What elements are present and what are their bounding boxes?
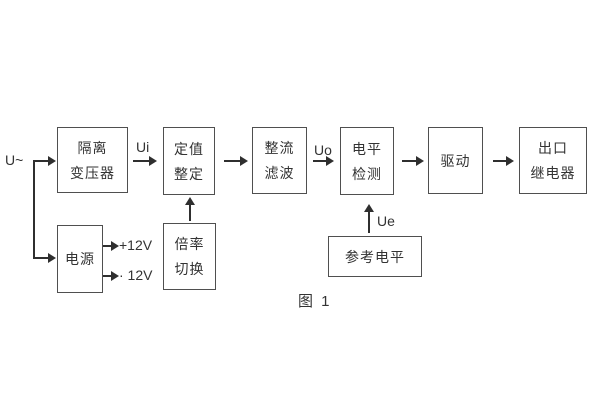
block-reference-level: 参考电平 xyxy=(328,236,422,277)
block-setting: 定值 整定 xyxy=(163,127,215,195)
figure-caption: 图 1 xyxy=(298,293,332,310)
block-output-relay: 出口 继电器 xyxy=(519,127,587,194)
label-minus-12v: · 12V xyxy=(119,267,153,283)
block-rectifier-filter: 整流 滤波 xyxy=(252,127,307,194)
block-label: 倍率 xyxy=(174,236,205,252)
block-label: 隔离 xyxy=(77,139,108,156)
connector-setting-to-rectifier xyxy=(224,160,241,162)
arrowhead-right-icon xyxy=(506,156,514,166)
connector-input-to-power xyxy=(33,257,49,259)
block-label: 整定 xyxy=(174,165,204,182)
block-label: 滤波 xyxy=(264,165,295,181)
arrowhead-right-icon xyxy=(111,241,119,251)
connector-input-to-transformer xyxy=(33,160,49,162)
block-label: 参考电平 xyxy=(345,248,405,265)
block-label: 出口 xyxy=(538,140,568,156)
block-label: 电源 xyxy=(65,251,95,267)
arrowhead-up-icon xyxy=(364,204,374,212)
label-ue: Ue xyxy=(377,213,395,229)
connector-rail-pos xyxy=(103,245,112,247)
block-label: 电平 xyxy=(352,140,382,157)
connector-ue xyxy=(368,212,370,233)
connector-drive-to-relay xyxy=(493,160,507,162)
arrowhead-right-icon xyxy=(240,156,248,166)
block-level-detection: 电平 检测 xyxy=(340,127,394,195)
connector-uo xyxy=(313,160,327,162)
block-label: 定值 xyxy=(174,140,204,157)
arrowhead-right-icon xyxy=(48,253,56,263)
label-input-voltage: U~ xyxy=(5,152,24,168)
connector-rail-neg xyxy=(103,275,112,277)
connector-input-branch xyxy=(33,160,35,259)
block-label: 变压器 xyxy=(70,164,115,181)
block-label: 驱动 xyxy=(440,152,471,169)
arrowhead-right-icon xyxy=(416,156,424,166)
arrowhead-right-icon xyxy=(111,271,119,281)
arrowhead-right-icon xyxy=(149,156,157,166)
block-label: 继电器 xyxy=(530,165,576,181)
block-ratio-switch: 倍率 切换 xyxy=(163,223,216,290)
arrowhead-right-icon xyxy=(326,156,334,166)
connector-level-to-drive xyxy=(402,160,417,162)
block-drive: 驱动 xyxy=(428,127,483,194)
block-isolation-transformer: 隔离 变压器 xyxy=(57,127,128,193)
label-uo: Uo xyxy=(314,142,332,158)
block-label: 检测 xyxy=(352,165,382,182)
block-power-supply: 电源 xyxy=(57,225,103,293)
label-plus-12v: +12V xyxy=(119,237,153,253)
block-label: 整流 xyxy=(264,140,295,156)
arrowhead-right-icon xyxy=(48,156,56,166)
connector-ui xyxy=(133,160,150,162)
block-label: 切换 xyxy=(174,261,205,277)
arrowhead-up-icon xyxy=(185,197,195,205)
connector-ratio-to-setting xyxy=(189,205,191,221)
label-ui: Ui xyxy=(136,139,150,155)
